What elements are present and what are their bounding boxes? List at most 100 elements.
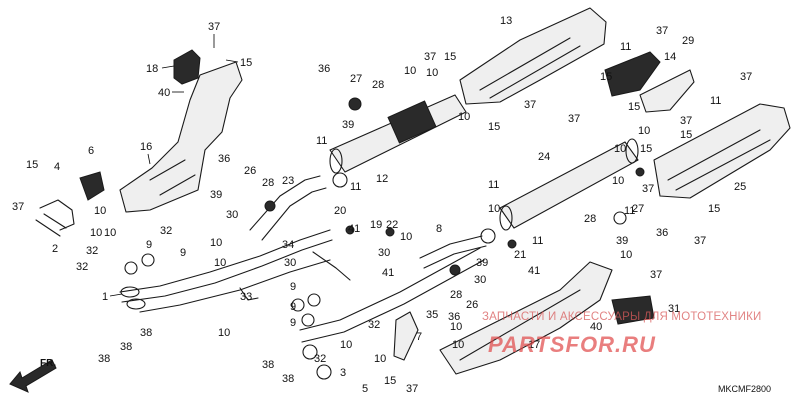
svg-text:10: 10 [450, 321, 462, 333]
svg-text:41: 41 [382, 267, 394, 279]
svg-text:10: 10 [612, 175, 624, 187]
svg-text:25: 25 [734, 181, 746, 193]
svg-text:9: 9 [180, 247, 186, 259]
svg-text:38: 38 [262, 359, 274, 371]
heat-shield-13 [459, 7, 607, 105]
svg-text:38: 38 [120, 341, 132, 353]
pad-31 [611, 295, 655, 325]
svg-text:4: 4 [54, 161, 60, 173]
svg-text:15: 15 [680, 129, 692, 141]
svg-text:10: 10 [620, 249, 632, 261]
svg-text:17: 17 [528, 339, 540, 351]
svg-text:11: 11 [532, 235, 543, 247]
svg-text:30: 30 [378, 247, 390, 259]
svg-text:14: 14 [664, 51, 676, 63]
cover-7 [393, 311, 419, 361]
svg-text:15: 15 [384, 375, 396, 387]
svg-text:10: 10 [214, 257, 226, 269]
svg-text:11: 11 [624, 205, 635, 217]
svg-text:40: 40 [158, 87, 170, 99]
muffler-24 [499, 141, 639, 229]
svg-text:10: 10 [488, 203, 500, 215]
svg-text:38: 38 [98, 353, 110, 365]
svg-text:37: 37 [656, 25, 668, 37]
svg-text:37: 37 [12, 201, 24, 213]
svg-text:16: 16 [140, 141, 152, 153]
svg-text:23: 23 [282, 175, 294, 187]
shield-14 [604, 51, 661, 97]
svg-text:37: 37 [694, 235, 706, 247]
svg-text:10: 10 [374, 353, 386, 365]
svg-text:32: 32 [368, 319, 380, 331]
svg-text:26: 26 [466, 299, 478, 311]
svg-text:20: 20 [334, 205, 346, 217]
svg-text:6: 6 [88, 145, 94, 157]
svg-text:30: 30 [226, 209, 238, 221]
heat-shield-front [119, 61, 243, 213]
svg-text:41: 41 [348, 223, 360, 235]
svg-text:32: 32 [314, 353, 326, 365]
svg-text:11: 11 [710, 95, 721, 107]
svg-text:37: 37 [424, 51, 436, 63]
watermark-line1: ЗАПЧАСТИ И АКСЕССУАРЫ ДЛЯ МОТОТЕХНИКИ [482, 311, 762, 323]
svg-text:41: 41 [528, 265, 540, 277]
svg-text:38: 38 [140, 327, 152, 339]
svg-text:10: 10 [638, 125, 650, 137]
svg-text:15: 15 [600, 71, 612, 83]
small-hardware [124, 97, 645, 380]
svg-text:22: 22 [386, 219, 398, 231]
exhaust-pipe-3 [299, 247, 481, 331]
svg-text:11: 11 [350, 181, 361, 193]
small-cover-18 [173, 49, 201, 85]
svg-text:10: 10 [94, 205, 106, 217]
svg-text:10: 10 [404, 65, 416, 77]
svg-text:39: 39 [616, 235, 628, 247]
svg-text:28: 28 [584, 213, 596, 225]
svg-text:35: 35 [426, 309, 438, 321]
callout-labels: 37 15 18 40 16 15 4 6 37 2 10 10 10 32 3… [12, 15, 752, 395]
svg-text:34: 34 [282, 239, 294, 251]
svg-text:10: 10 [90, 227, 102, 239]
svg-text:30: 30 [284, 257, 296, 269]
svg-text:33: 33 [240, 291, 252, 303]
svg-text:39: 39 [210, 189, 222, 201]
watermark-line2: PARTSFOR.RU [488, 332, 656, 357]
svg-text:37: 37 [740, 71, 752, 83]
front-direction-arrow: FR. [9, 358, 57, 393]
svg-text:5: 5 [362, 383, 368, 395]
svg-text:12: 12 [376, 173, 388, 185]
svg-text:36: 36 [448, 311, 460, 323]
svg-text:37: 37 [568, 113, 580, 125]
svg-text:10: 10 [452, 339, 464, 351]
svg-text:9: 9 [290, 301, 296, 313]
svg-text:37: 37 [406, 383, 418, 395]
svg-text:19: 19 [370, 219, 382, 231]
svg-text:15: 15 [628, 101, 640, 113]
pipe-8 [419, 235, 483, 259]
svg-text:21: 21 [514, 249, 526, 261]
svg-text:2: 2 [52, 243, 58, 255]
svg-text:37: 37 [524, 99, 536, 111]
svg-text:11: 11 [316, 135, 327, 147]
svg-text:13: 13 [500, 15, 512, 27]
pipe-4 [39, 199, 75, 231]
svg-text:28: 28 [262, 177, 274, 189]
svg-text:28: 28 [450, 289, 462, 301]
diagram-code: MKCMF2800 [718, 384, 771, 394]
direction-label: FR. [40, 358, 56, 369]
svg-text:27: 27 [632, 203, 644, 215]
svg-text:9: 9 [290, 281, 296, 293]
pipe-2 [35, 213, 67, 237]
svg-text:39: 39 [342, 119, 354, 131]
svg-text:15: 15 [708, 203, 720, 215]
pipe-6 [79, 171, 105, 201]
svg-text:10: 10 [426, 67, 438, 79]
svg-text:24: 24 [538, 151, 550, 163]
svg-text:9: 9 [146, 239, 152, 251]
svg-text:1: 1 [102, 291, 108, 303]
svg-text:10: 10 [210, 237, 222, 249]
svg-text:39: 39 [476, 257, 488, 269]
svg-text:32: 32 [86, 245, 98, 257]
svg-text:10: 10 [458, 111, 470, 123]
